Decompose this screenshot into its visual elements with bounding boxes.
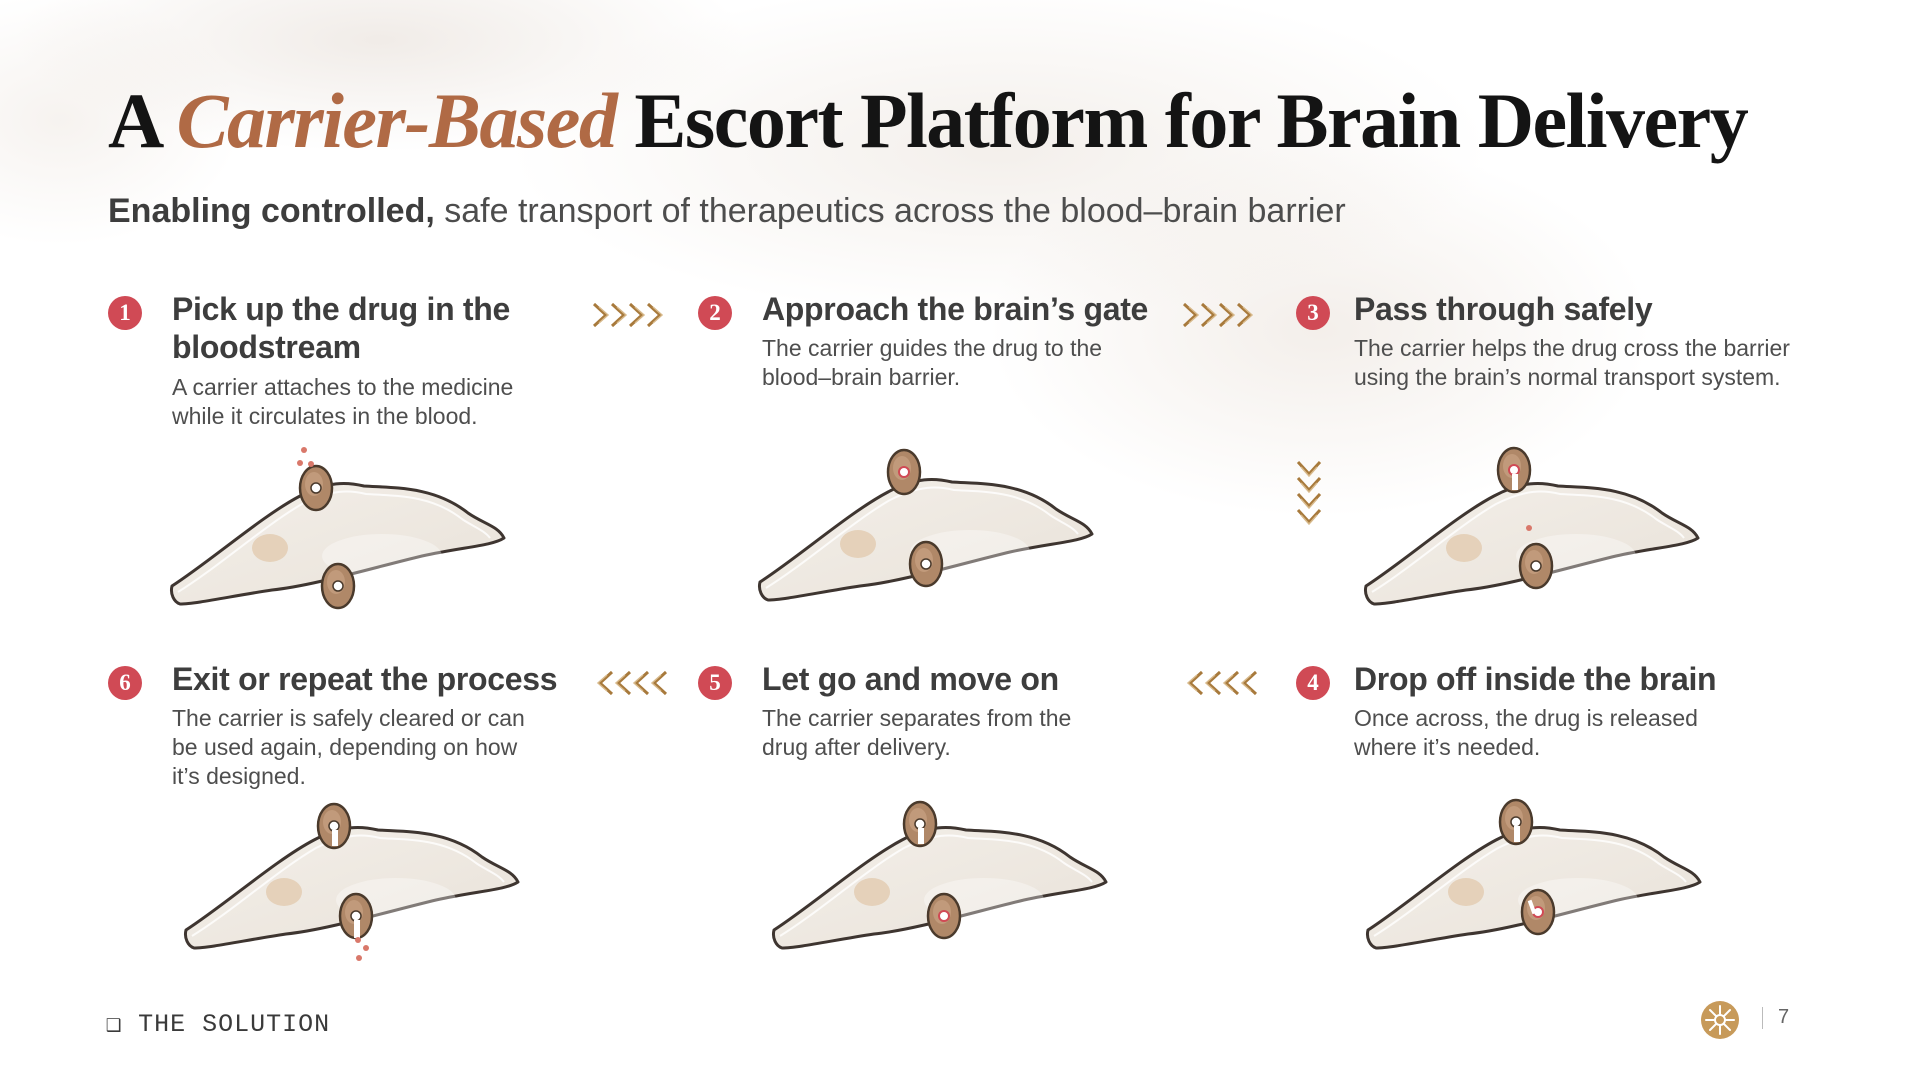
chevron-left-icon bbox=[596, 670, 668, 696]
step-6-badge: 6 bbox=[108, 666, 142, 700]
section-label: ❑ THE SOLUTION bbox=[106, 1010, 331, 1039]
chevron-down-icon bbox=[1296, 460, 1322, 526]
page-title: A Carrier-Based Escort Platform for Brai… bbox=[108, 77, 1749, 164]
chevron-left-icon bbox=[1186, 670, 1258, 696]
step-3-description: The carrier helps the drug cross the bar… bbox=[1354, 335, 1790, 390]
sun-logo-icon bbox=[1701, 1001, 1739, 1039]
step-3-title: Pass through safely bbox=[1354, 291, 1653, 327]
step-4-badge: 4 bbox=[1296, 666, 1330, 700]
drug-particle-icon bbox=[297, 447, 314, 467]
step-4-title: Drop off inside the brain bbox=[1354, 661, 1717, 697]
chevron-right-icon bbox=[1182, 302, 1254, 328]
step-2-title: Approach the brain’s gate bbox=[762, 291, 1149, 327]
drug-particle-icon bbox=[1526, 525, 1532, 531]
step-1-badge: 1 bbox=[108, 296, 142, 330]
step-5-title: Let go and move on bbox=[762, 661, 1059, 697]
step-5-illustration bbox=[771, 800, 1108, 950]
step-3-badge: 3 bbox=[1296, 296, 1330, 330]
page-subtitle: Enabling controlled, safe transport of t… bbox=[108, 192, 1346, 230]
step-2-illustration bbox=[757, 448, 1094, 602]
title-accent: Carrier-Based bbox=[176, 77, 618, 164]
step-1-illustration bbox=[169, 447, 506, 610]
step-5-badge: 5 bbox=[698, 666, 732, 700]
step-2-badge: 2 bbox=[698, 296, 732, 330]
chevron-right-icon bbox=[592, 302, 664, 328]
step-6-illustration bbox=[183, 802, 520, 961]
drug-particle-icon bbox=[355, 937, 369, 961]
footer-divider bbox=[1762, 1007, 1763, 1029]
step-3-illustration bbox=[1363, 446, 1700, 606]
section-bullet-icon: ❑ bbox=[106, 1010, 123, 1039]
page-number: 7 bbox=[1778, 1006, 1790, 1028]
step-4-illustration bbox=[1365, 798, 1702, 950]
step-6-title: Exit or repeat the process bbox=[172, 661, 558, 697]
